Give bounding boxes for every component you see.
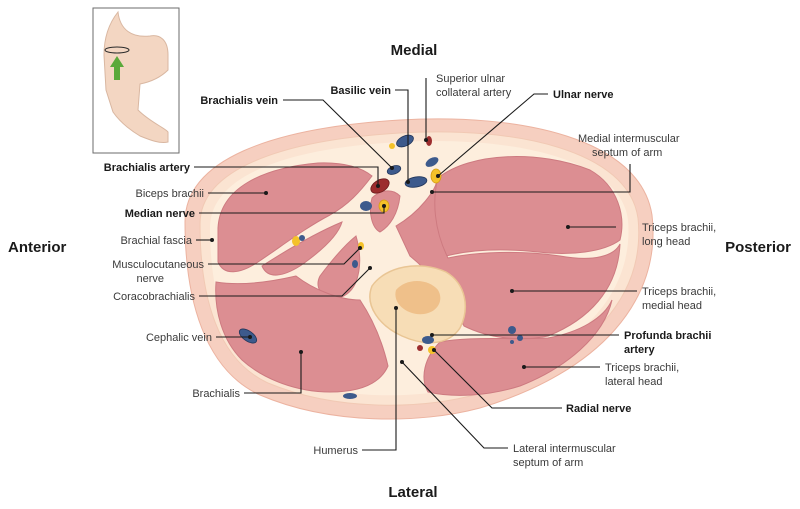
label-brachialis-artery: Brachialis artery [104, 162, 191, 174]
label-triceps-lateral-2: lateral head [605, 376, 663, 388]
cephalic-vein-icon [238, 328, 258, 344]
direction-lateral: Lateral [388, 484, 437, 501]
label-brachialis-vein: Brachialis vein [200, 95, 278, 107]
arrow-up-icon [110, 56, 124, 80]
label-triceps-medial-2: medial head [642, 300, 702, 312]
label-lateral-septum-1: Lateral intermuscular [513, 443, 616, 455]
small-nerve-icon [389, 143, 395, 149]
triceps-lateral-head-muscle [423, 299, 613, 396]
label-musculocutaneous-2: nerve [136, 273, 164, 285]
label-median-nerve: Median nerve [125, 208, 195, 220]
label-humerus: Humerus [313, 445, 358, 457]
label-triceps-lateral-1: Triceps brachii, [605, 362, 679, 374]
label-cephalic-vein: Cephalic vein [146, 332, 212, 344]
label-ulnar-nerve: Ulnar nerve [553, 89, 614, 101]
label-coracobrachialis: Coracobrachialis [113, 291, 195, 303]
direction-posterior: Posterior [725, 239, 791, 256]
direction-anterior: Anterior [8, 239, 67, 256]
label-triceps-medial-1: Triceps brachii, [642, 286, 716, 298]
triceps-long-head-muscle [427, 156, 623, 257]
label-profunda-2: artery [624, 344, 655, 356]
leader-lines [194, 78, 637, 451]
label-musculocutaneous-1: Musculocutaneous [112, 259, 204, 271]
label-brachial-fascia: Brachial fascia [120, 235, 192, 247]
label-brachialis: Brachialis [192, 388, 240, 400]
label-superior-ulnar-1: Superior ulnar [436, 73, 505, 85]
humerus-marrow [395, 281, 441, 315]
label-superior-ulnar-2: collateral artery [436, 87, 512, 99]
subcutaneous-vein-icon [343, 393, 357, 399]
basilic-vein-icon [396, 134, 414, 148]
profunda-vein-icon [422, 336, 434, 344]
ulnar-collateral-vein-icon [425, 157, 439, 167]
label-radial-nerve: Radial nerve [566, 403, 631, 415]
label-triceps-long-1: Triceps brachii, [642, 222, 716, 234]
direction-medial: Medial [391, 42, 438, 59]
profunda-artery-icon [417, 345, 423, 351]
brachial-vein-lower-icon [360, 201, 372, 211]
leader-dots [210, 138, 570, 369]
superior-ulnar-artery-icon [426, 136, 432, 146]
basilic-vein-2-icon [404, 176, 428, 188]
label-profunda-1: Profunda brachii [624, 330, 711, 342]
label-triceps-long-2: long head [642, 236, 690, 248]
label-biceps-brachii: Biceps brachii [136, 188, 204, 200]
arm-orientation-inset [92, 7, 180, 154]
label-basilic-vein: Basilic vein [330, 85, 391, 97]
label-lateral-septum-2: septum of arm [513, 457, 583, 469]
label-medial-septum-1: Medial intermuscular [578, 133, 680, 145]
label-medial-septum-2: septum of arm [592, 147, 662, 159]
brachialis-muscle [215, 275, 389, 393]
